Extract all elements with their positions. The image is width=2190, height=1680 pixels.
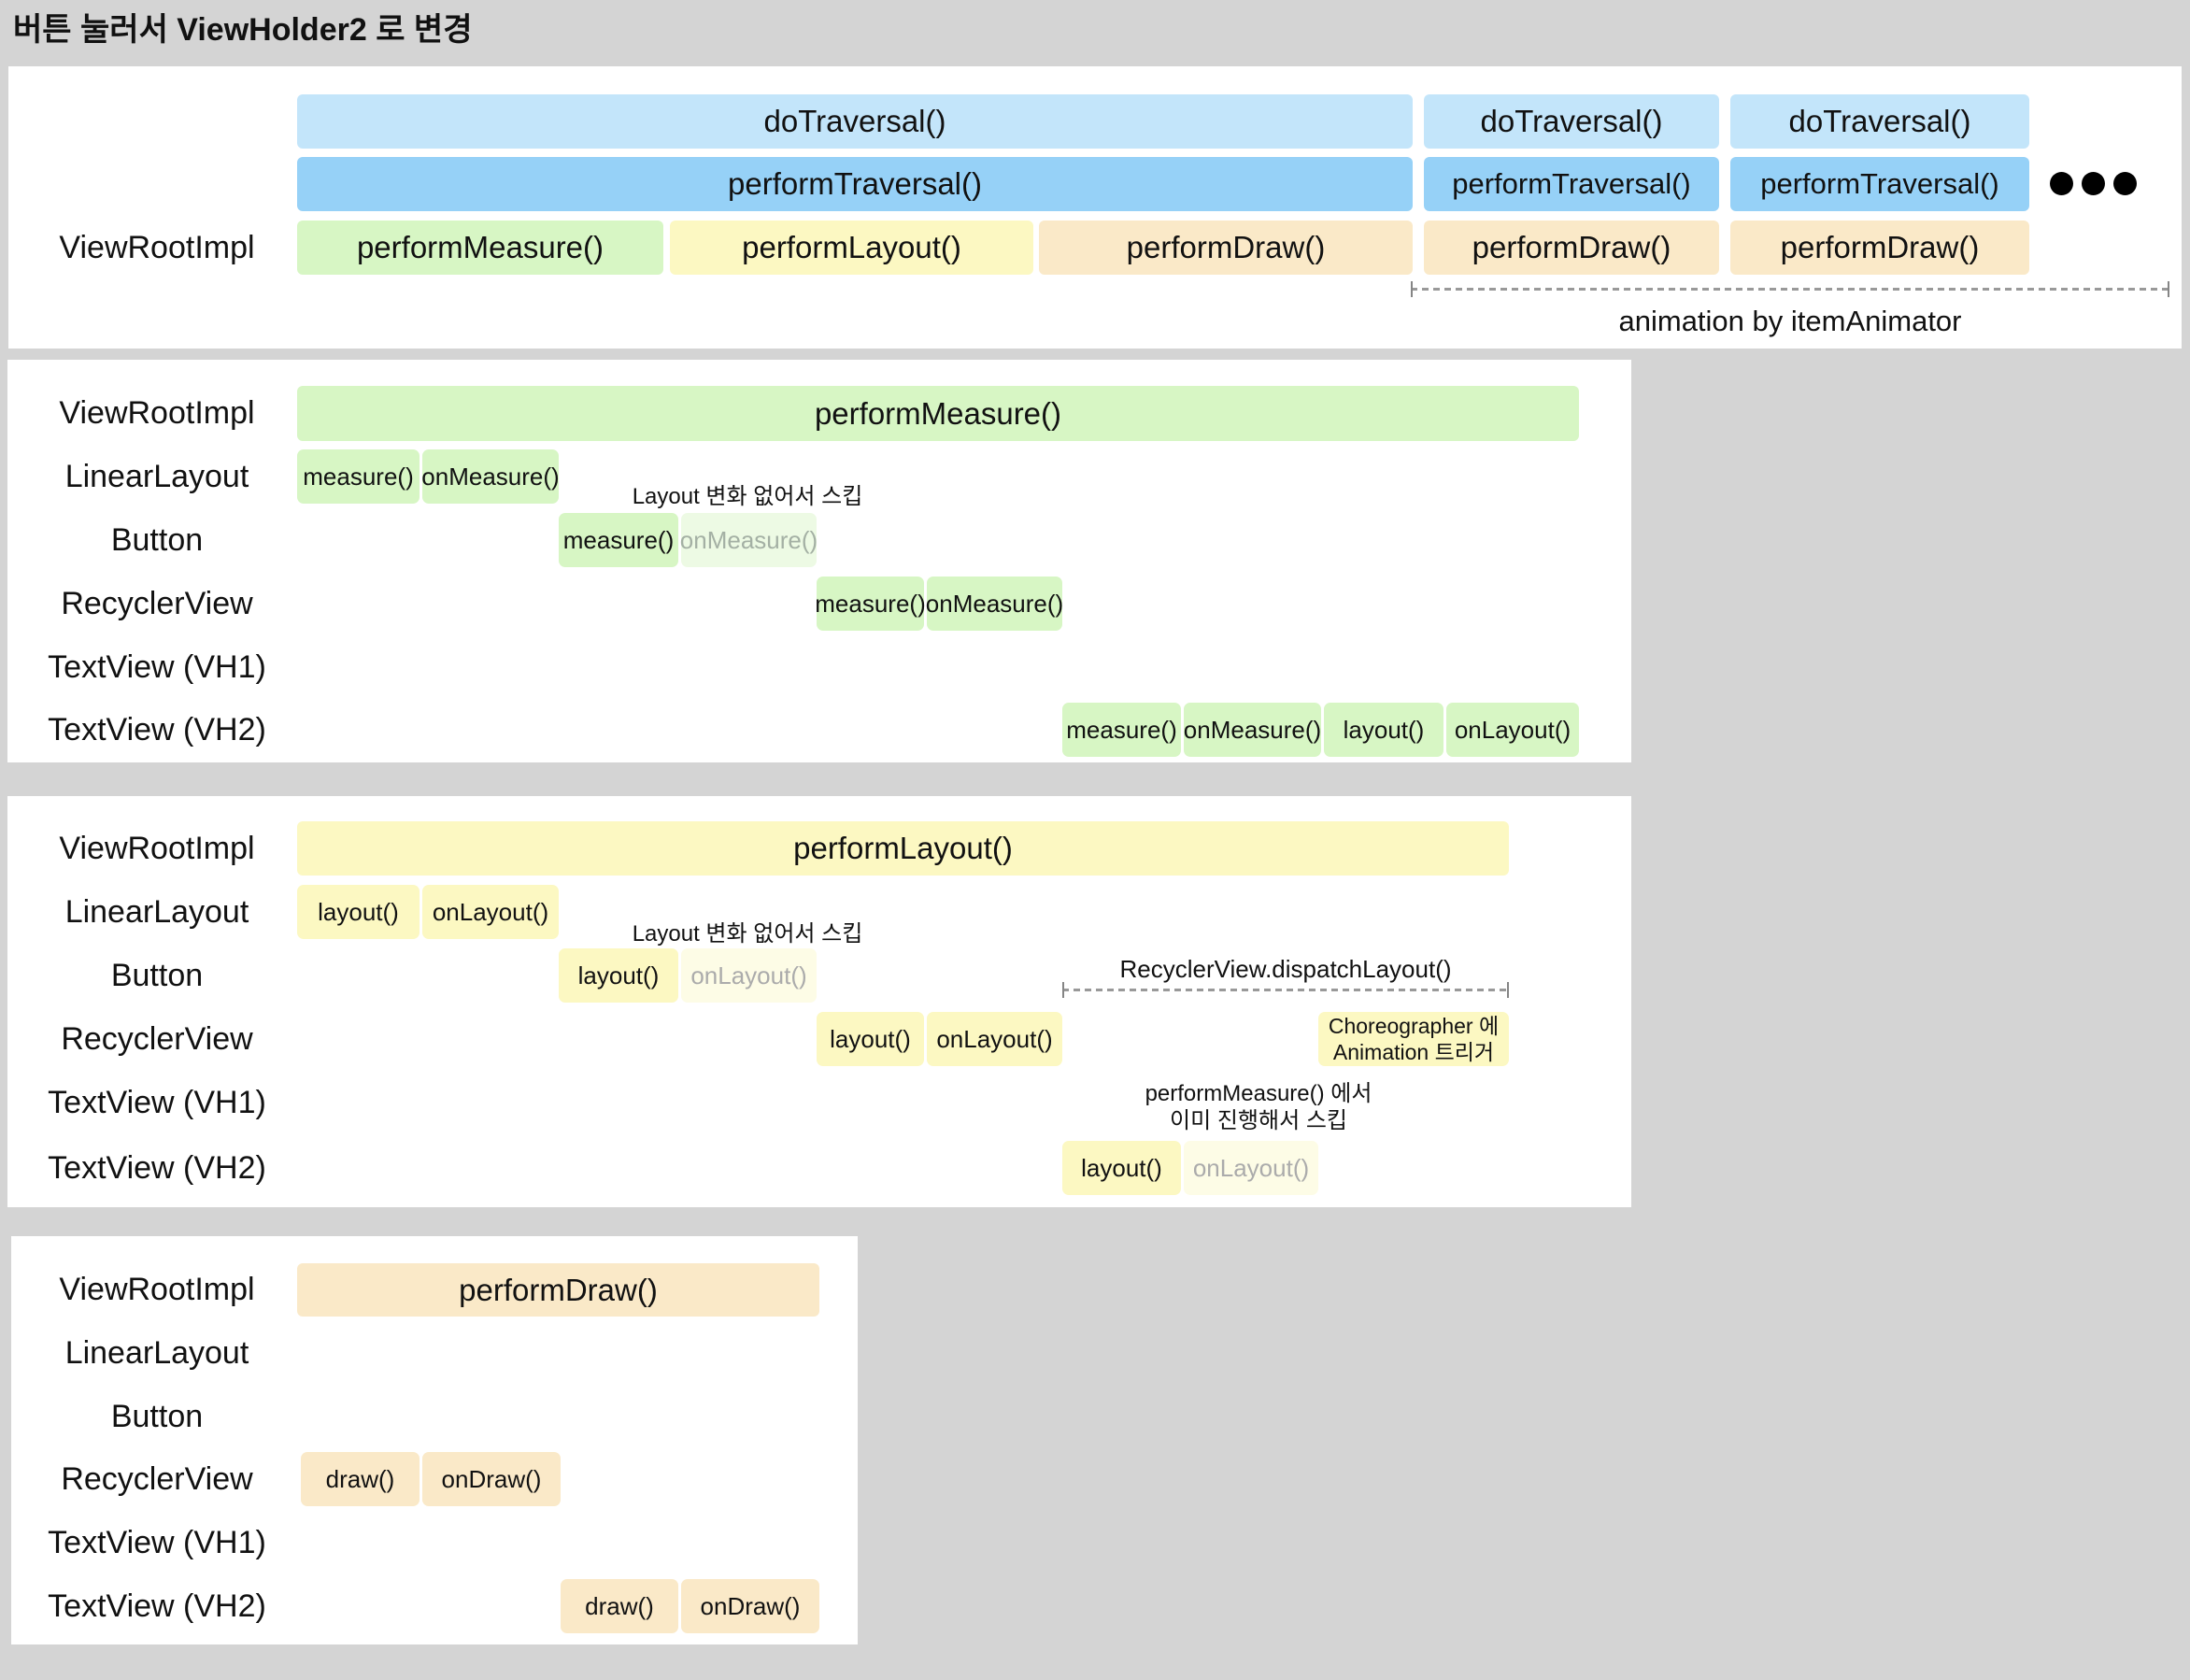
row-label-textview-vh1: TextView (VH1) (48, 1525, 266, 1560)
animation-span-ruler (1411, 281, 2169, 297)
chip-layout: layout() (297, 885, 420, 939)
diagram-title: 버튼 눌러서 ViewHolder2 로 변경 (13, 12, 473, 48)
row-label-textview-vh2: TextView (VH2) (48, 712, 266, 747)
row-label-recyclerview: RecyclerView (61, 1461, 253, 1497)
chip-onmeasure: onMeasure() (926, 577, 1063, 631)
more-dots-icon (2050, 172, 2137, 195)
dot-icon (2082, 172, 2105, 195)
row-label-viewrootimpl: ViewRootImpl (59, 230, 255, 265)
chip-onlayout: onLayout() (422, 885, 559, 939)
performlayout-bar: performLayout() (297, 821, 1509, 876)
chip-onmeasure: onMeasure() (421, 449, 560, 504)
row-label-button: Button (110, 522, 204, 558)
row-label-viewrootimpl: ViewRootImpl (59, 1272, 255, 1307)
skip-annotation: Layout 변화 없어서 스킵 (632, 484, 863, 509)
choreographer-note-line1: Choreographer 에 (1328, 1014, 1500, 1038)
row-label-button: Button (110, 958, 204, 993)
row-label-linearlayout: LinearLayout (64, 894, 249, 930)
chip-ondraw: onDraw() (681, 1579, 819, 1633)
already-done-line2: 이미 진행해서 스킵 (1170, 1108, 1347, 1133)
dot-icon (2050, 172, 2073, 195)
chip-ondraw: onDraw() (422, 1452, 561, 1506)
row-label-linearlayout: LinearLayout (64, 1335, 249, 1371)
row-label-textview-vh1: TextView (VH1) (48, 1085, 266, 1120)
chip-draw: draw() (301, 1452, 420, 1506)
chip-onmeasure-skipped: onMeasure() (680, 513, 818, 567)
performdraw-bar: performDraw() (1039, 221, 1413, 275)
chip-measure: measure() (815, 577, 926, 631)
chip-layout: layout() (817, 1012, 924, 1066)
performdraw-bar: performDraw() (1424, 221, 1719, 275)
row-label-button: Button (110, 1399, 204, 1434)
already-done-line1: performMeasure() 에서 (1145, 1081, 1372, 1106)
row-label-textview-vh1: TextView (VH1) (48, 649, 266, 685)
row-label-viewrootimpl: ViewRootImpl (59, 395, 255, 431)
performlayout-bar: performLayout() (670, 221, 1033, 275)
row-label-textview-vh2: TextView (VH2) (48, 1150, 266, 1186)
dotraversal-bar: doTraversal() (1730, 94, 2029, 149)
performtraversal-bar: performTraversal() (297, 157, 1413, 211)
chip-onmeasure: onMeasure() (1184, 703, 1321, 757)
dispatch-layout-label: RecyclerView.dispatchLayout() (1119, 955, 1452, 983)
chip-onlayout: onLayout() (1446, 703, 1579, 757)
dot-icon (2113, 172, 2137, 195)
choreographer-note-line2: Animation 트리거 (1332, 1040, 1495, 1064)
chip-layout: layout() (1324, 703, 1443, 757)
chip-onlayout: onLayout() (927, 1012, 1062, 1066)
chip-layout: layout() (1062, 1141, 1181, 1195)
chip-measure: measure() (559, 513, 678, 567)
skip-annotation: Layout 변화 없어서 스킵 (632, 921, 863, 947)
chip-onlayout-skipped: onLayout() (681, 948, 817, 1003)
row-label-viewrootimpl: ViewRootImpl (59, 831, 255, 866)
performdraw-bar: performDraw() (1730, 221, 2029, 275)
choreographer-note: Choreographer 에 Animation 트리거 (1318, 1012, 1509, 1066)
chip-draw: draw() (561, 1579, 678, 1633)
dotraversal-bar: doTraversal() (1424, 94, 1719, 149)
performtraversal-bar: performTraversal() (1730, 157, 2029, 211)
row-label-recyclerview: RecyclerView (61, 1021, 253, 1057)
dotraversal-bar: doTraversal() (297, 94, 1413, 149)
animation-ruler-label: animation by itemAnimator (1618, 305, 1962, 337)
row-label-recyclerview: RecyclerView (61, 586, 253, 621)
already-done-annotation: performMeasure() 에서 이미 진행해서 스킵 (1118, 1080, 1399, 1134)
row-label-linearlayout: LinearLayout (64, 459, 249, 494)
performmeasure-bar: performMeasure() (297, 386, 1579, 441)
chip-measure: measure() (297, 449, 420, 504)
chip-measure: measure() (1062, 703, 1181, 757)
row-label-textview-vh2: TextView (VH2) (48, 1588, 266, 1624)
performmeasure-bar: performMeasure() (297, 221, 663, 275)
chip-layout: layout() (559, 948, 678, 1003)
dispatch-layout-ruler (1062, 982, 1509, 998)
performtraversal-bar: performTraversal() (1424, 157, 1719, 211)
performdraw-bar: performDraw() (297, 1263, 819, 1317)
chip-onlayout-skipped: onLayout() (1184, 1141, 1318, 1195)
